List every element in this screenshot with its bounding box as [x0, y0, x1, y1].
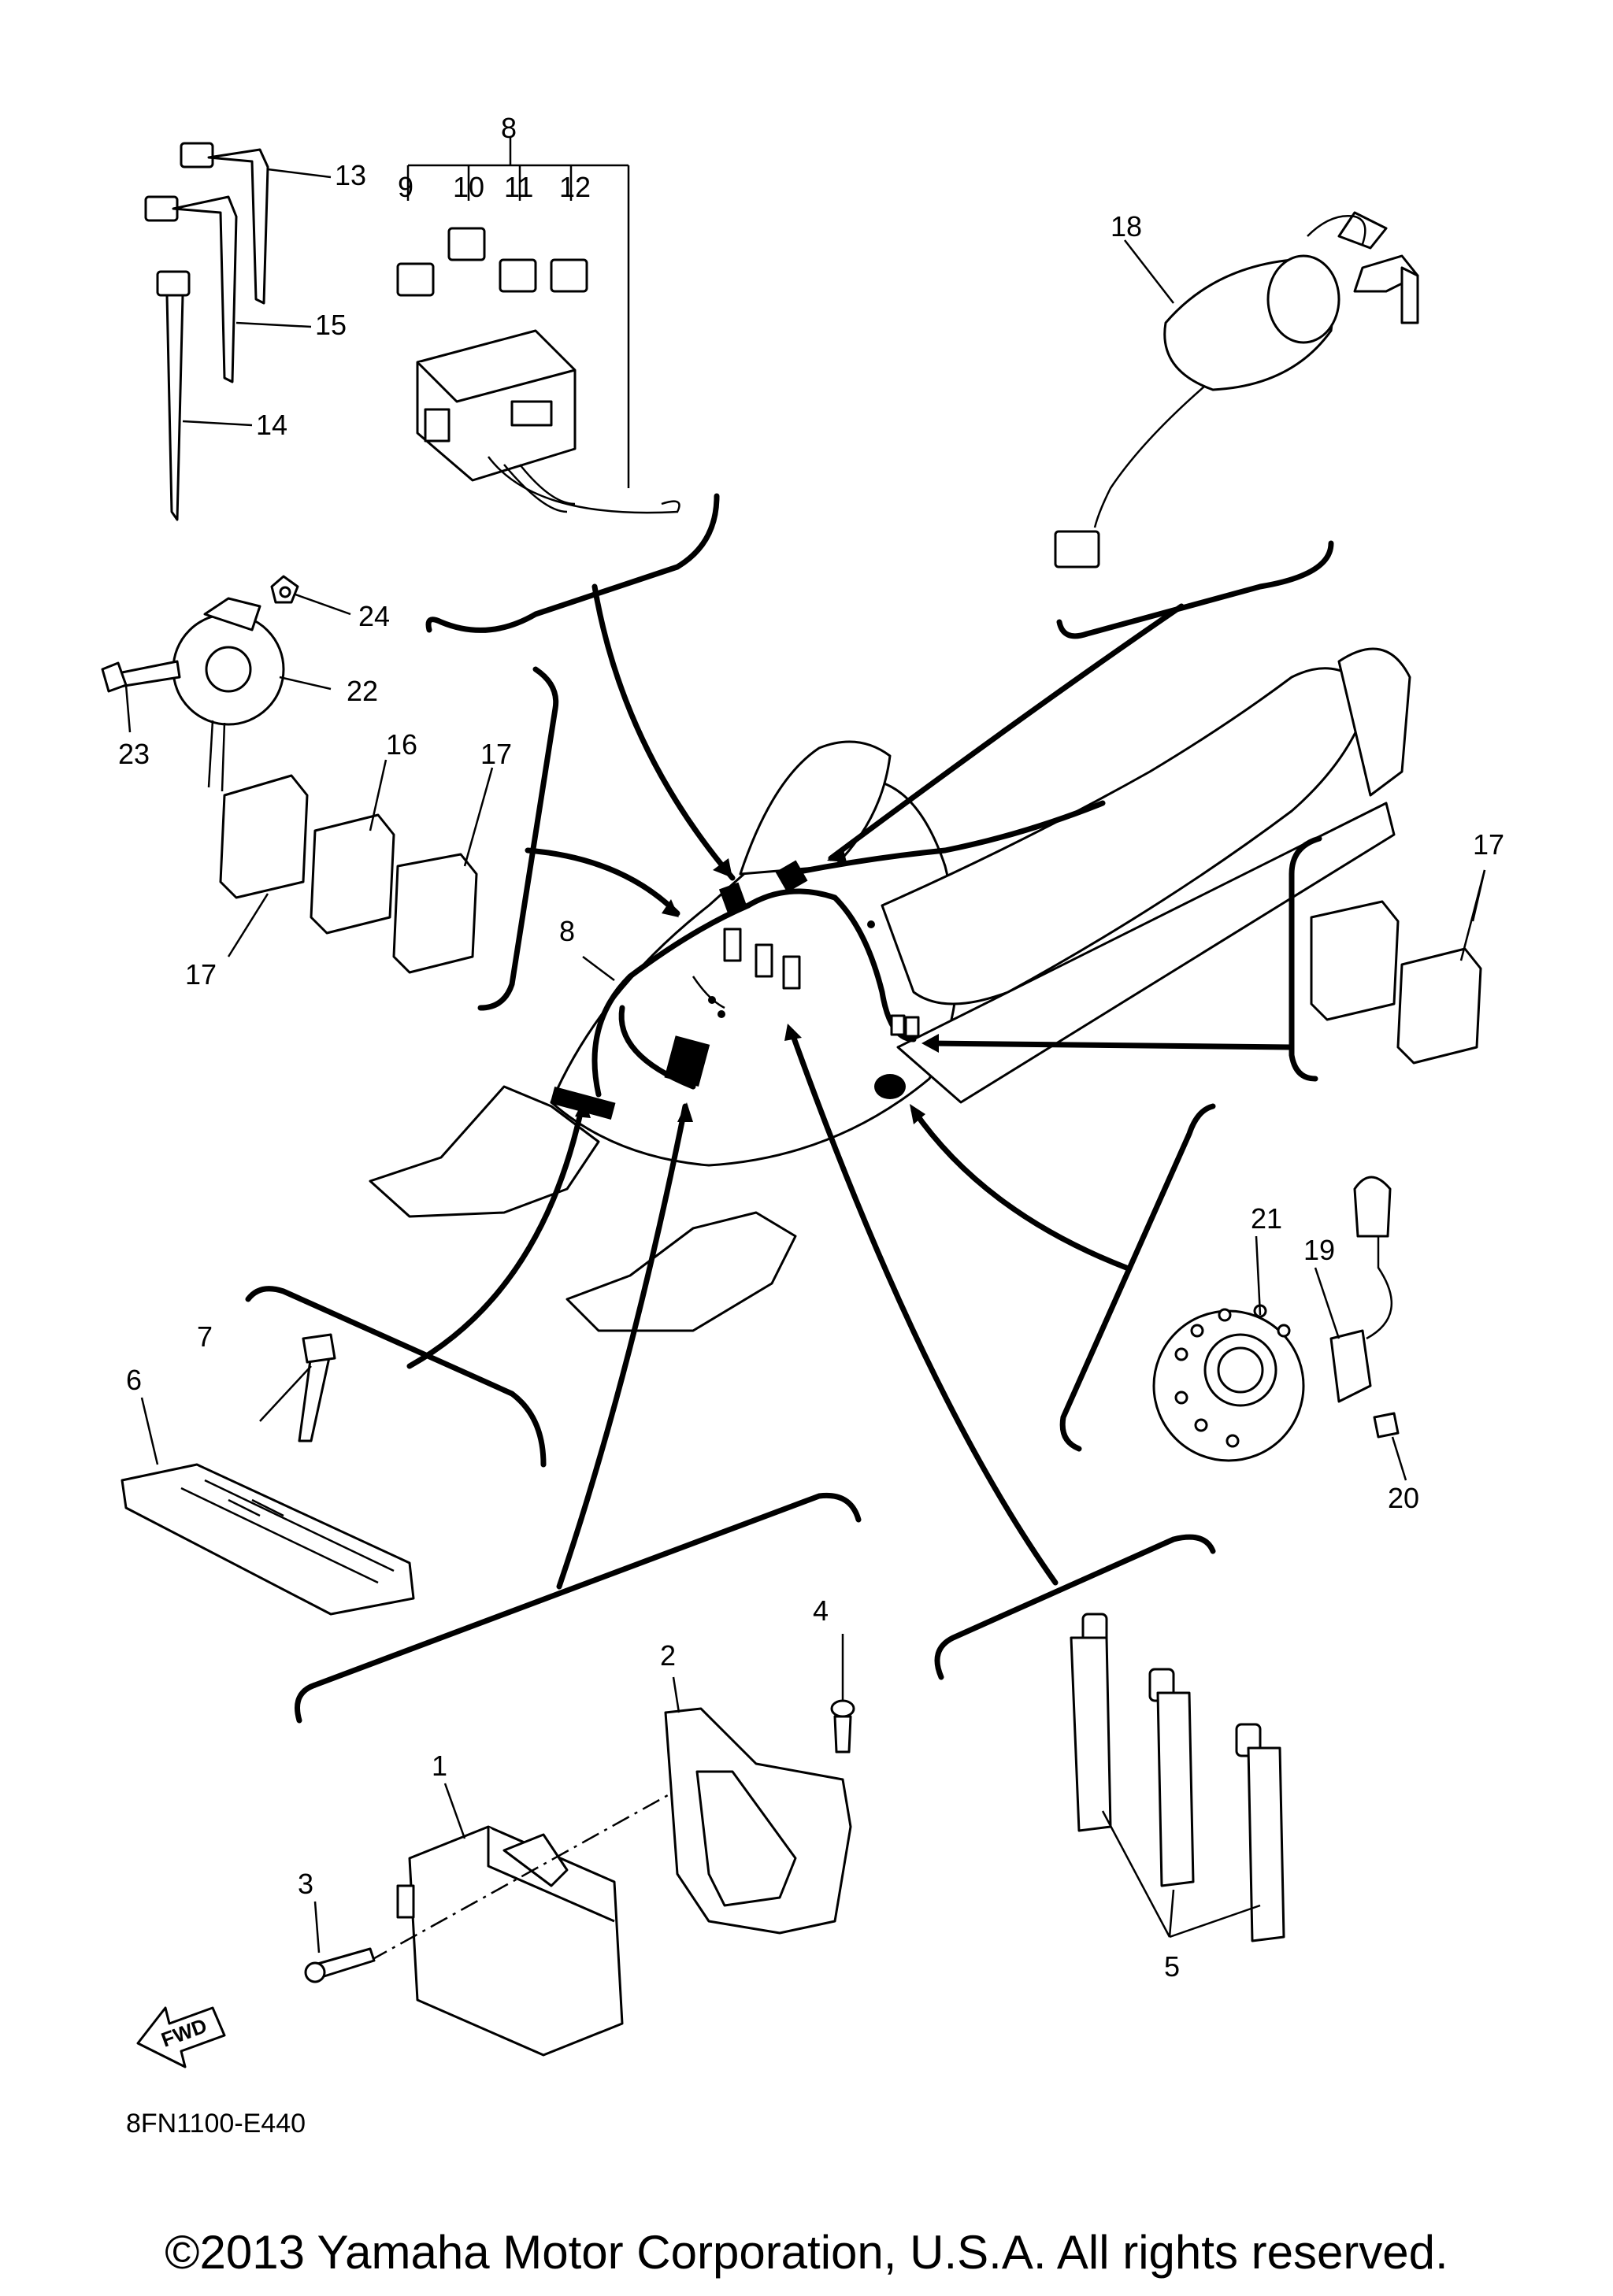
- callout-12: 12: [559, 171, 591, 203]
- fuse-box: [396, 138, 680, 514]
- callout-7: 7: [197, 1320, 213, 1353]
- leader-lines: [245, 493, 1334, 1724]
- callout-9: 9: [398, 171, 413, 203]
- fwd-arrow: [136, 2006, 226, 2068]
- callout-2: 2: [660, 1639, 676, 1672]
- cdi-bracket: [664, 1699, 855, 1935]
- copyright-notice: ©2013 Yamaha Motor Corporation, U.S.A. A…: [165, 2226, 1448, 2279]
- callout-21: 21: [1251, 1202, 1282, 1235]
- relays-right: [1310, 900, 1482, 1065]
- callout-22: 22: [347, 675, 378, 707]
- callout-6: 6: [126, 1364, 142, 1396]
- callout-18: 18: [1111, 210, 1142, 243]
- drawing-code: 8FN1100-E440: [126, 2109, 306, 2139]
- ignition-coils: [1070, 1613, 1285, 1942]
- horn: [101, 575, 299, 792]
- callout-1: 1: [432, 1750, 447, 1782]
- callout-5: 5: [1164, 1950, 1180, 1983]
- callout-14: 14: [256, 409, 287, 441]
- callout-leaders: [124, 168, 1486, 1953]
- callout-labels: 8 9 10 11 12 13 15 14 18 24 22 23 16 17 …: [118, 112, 1504, 2139]
- relays-left: [219, 774, 478, 974]
- cable-ties: [144, 142, 269, 521]
- snowmobile-illustration: [369, 647, 1411, 1332]
- callout-11: 11: [504, 171, 533, 203]
- callout-10: 10: [453, 171, 484, 203]
- callout-20: 20: [1388, 1482, 1419, 1514]
- callout-3: 3: [298, 1868, 313, 1900]
- callout-8-top: 8: [501, 112, 517, 144]
- callout-23: 23: [118, 738, 150, 770]
- pickup-coil-rotor: [1152, 1176, 1400, 1462]
- callout-16: 16: [386, 728, 417, 761]
- callout-19: 19: [1303, 1234, 1335, 1266]
- callout-8-mid: 8: [559, 915, 575, 947]
- callout-17-left-top: 17: [480, 738, 512, 770]
- callout-4: 4: [813, 1594, 829, 1627]
- callout-15: 15: [315, 309, 347, 341]
- callout-17-left-bottom: 17: [185, 958, 217, 991]
- callout-24: 24: [358, 600, 390, 632]
- callout-13: 13: [335, 159, 366, 191]
- cdi-unit: [304, 1762, 725, 2057]
- main-switch: [1054, 211, 1419, 568]
- rectifier-regulator: [121, 1333, 415, 1616]
- callout-17-right: 17: [1473, 828, 1504, 861]
